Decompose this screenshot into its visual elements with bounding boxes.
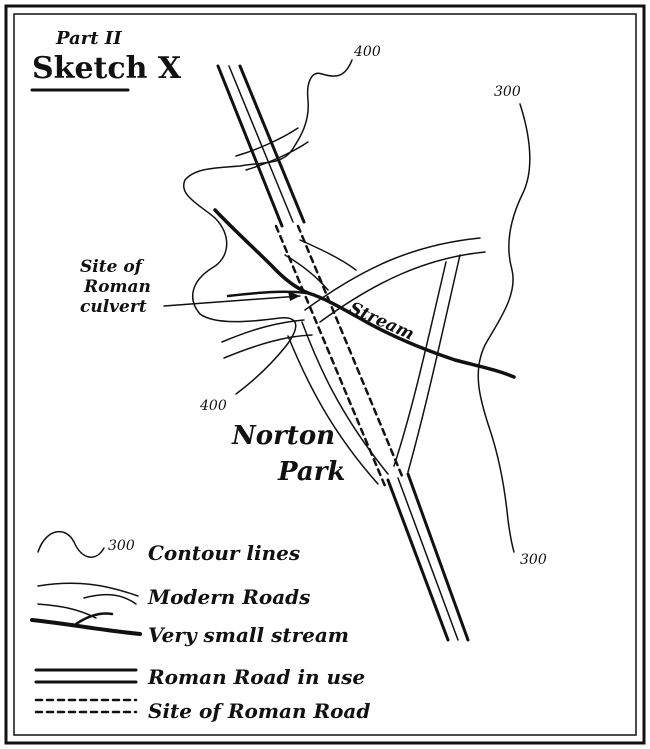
modern-road-west-a — [221, 319, 305, 343]
modern-road-south-b — [287, 335, 379, 485]
contour-label-300-bottom: 300 — [520, 552, 547, 568]
stream-culvert-arm — [226, 290, 308, 298]
legend-item-roman-site: Site of Roman Road — [148, 699, 370, 723]
roman-road-south-seg-a — [386, 478, 450, 642]
culvert-label-line1: Site of — [80, 257, 145, 277]
contour-label-400-top: 400 — [353, 44, 381, 60]
culvert-arrowhead — [288, 291, 300, 301]
place-label-line2: Park — [277, 457, 345, 487]
modern-road-south-a — [301, 321, 389, 475]
roman-road-south-seg-c — [406, 472, 470, 642]
stream-label: Stream — [346, 298, 417, 344]
title-part: Part II — [55, 28, 122, 49]
place-label-line1: Norton — [231, 421, 335, 451]
culvert-label-line3: culvert — [80, 297, 147, 317]
modern-road-northeast-a — [304, 237, 481, 311]
outer-border — [4, 4, 646, 745]
modern-road-diagonal-b — [393, 261, 447, 467]
roman-road-south-seg-b — [397, 477, 459, 641]
legend-roads-sample-c — [37, 603, 97, 619]
contour-label-400-bottom: 400 — [199, 398, 227, 414]
culvert-label-line2: Roman — [83, 277, 151, 297]
legend-item-stream: Very small stream — [148, 623, 349, 647]
roman-road-site-a — [274, 224, 387, 488]
title-sketch: Sketch X — [32, 51, 182, 86]
roman-road-north-b — [228, 65, 294, 223]
legend-roads-sample-a — [37, 582, 139, 597]
culvert-arrow — [163, 295, 301, 307]
inner-border — [13, 13, 637, 736]
legend-stream-sample — [30, 618, 142, 636]
legend-contour-sample — [37, 531, 105, 558]
modern-road-west-b — [223, 334, 313, 359]
modern-road-northeast-b — [319, 251, 486, 323]
legend-contour-value: 300 — [108, 538, 135, 554]
legend-item-roads: Modern Roads — [147, 585, 310, 609]
contour-line-300 — [477, 103, 531, 553]
modern-road-diagonal-a — [407, 254, 461, 473]
legend-roads-sample-b — [83, 593, 137, 605]
cross-road-b — [245, 141, 309, 171]
contour-label-300-top: 300 — [494, 84, 521, 100]
modern-road-junction-a — [299, 239, 357, 271]
legend-item-contour: Contour lines — [148, 541, 300, 565]
legend: 300 Contour lines Modern Roads Very smal… — [30, 531, 370, 723]
stream-line — [213, 208, 516, 379]
roman-road-north-c — [238, 64, 306, 224]
roman-road-site-b — [296, 224, 404, 478]
legend-item-roman-in-use: Roman Road in use — [147, 665, 365, 689]
legend-stream-branch — [74, 612, 114, 626]
roman-road-north-a — [216, 64, 284, 228]
contour-line-400 — [182, 59, 353, 395]
cross-road-a — [235, 127, 299, 157]
